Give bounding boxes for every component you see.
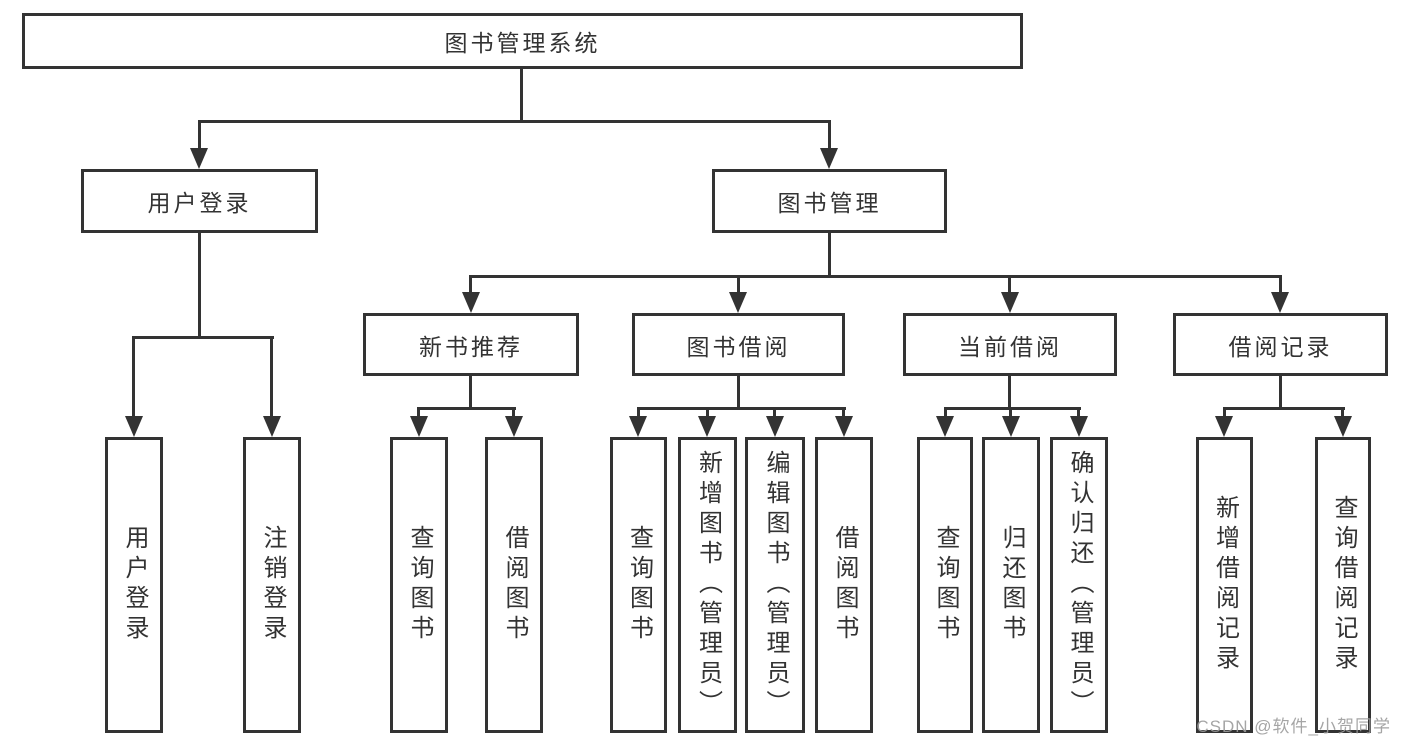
leaf-confirm-return-admin: 确认归还（管理员） [1050, 437, 1108, 733]
leaf-label: 新增图书（管理员） [694, 450, 722, 720]
node-current-borrow: 当前借阅 [903, 313, 1117, 376]
connector-hline [1223, 407, 1345, 410]
leaf-label: 查询图书 [625, 525, 653, 645]
connector-vline [198, 120, 201, 150]
node-borrow-record: 借阅记录 [1173, 313, 1388, 376]
arrowhead-down-icon [125, 416, 143, 437]
arrowhead-down-icon [462, 292, 480, 313]
connector-vline [1279, 376, 1282, 407]
arrowhead-down-icon [505, 416, 523, 437]
connector-vline [198, 233, 201, 336]
leaf-edit-book-admin: 编辑图书（管理员） [745, 437, 805, 733]
watermark-text: CSDN @软件_小贺同学 [1196, 717, 1391, 736]
connector-hline [944, 407, 1081, 410]
leaf-borrow-book-1: 借阅图书 [485, 437, 543, 733]
leaf-label: 确认归还（管理员） [1066, 450, 1093, 720]
connector-vline [706, 407, 709, 416]
leaf-add-book-admin: 新增图书（管理员） [678, 437, 737, 733]
arrowhead-down-icon [936, 416, 954, 437]
connector-hline [469, 275, 1282, 278]
leaf-label: 归还图书 [998, 525, 1025, 645]
leaf-search-book-1: 查询图书 [390, 437, 448, 733]
connector-vline [944, 407, 947, 416]
leaf-search-book-2: 查询图书 [610, 437, 667, 733]
arrowhead-down-icon [835, 416, 853, 437]
connector-vline [1008, 275, 1011, 292]
connector-hline [198, 120, 831, 123]
connector-vline [469, 275, 472, 292]
leaf-borrow-book-2: 借阅图书 [815, 437, 873, 733]
connector-vline [1223, 407, 1226, 416]
leaf-label: 用户登录 [121, 525, 148, 645]
connector-vline [737, 275, 740, 292]
node-library-system: 图书管理系统 [22, 13, 1023, 69]
arrowhead-down-icon [629, 416, 647, 437]
connector-vline [512, 407, 515, 416]
connector-vline [1341, 407, 1344, 416]
connector-hline [132, 336, 274, 339]
arrowhead-down-icon [1334, 416, 1352, 437]
node-book-borrow: 图书借阅 [632, 313, 845, 376]
connector-vline [773, 407, 776, 416]
arrowhead-down-icon [766, 416, 784, 437]
leaf-add-borrow-record: 新增借阅记录 [1196, 437, 1253, 733]
leaf-return-book: 归还图书 [982, 437, 1040, 733]
leaf-label: 注销登录 [259, 525, 286, 645]
connector-vline [637, 407, 640, 416]
connector-vline [828, 233, 831, 275]
arrowhead-down-icon [729, 292, 747, 313]
leaf-label: 编辑图书（管理员） [762, 450, 789, 720]
leaf-logout-login: 注销登录 [243, 437, 301, 733]
connector-hline [417, 407, 516, 410]
node-book-management: 图书管理 [712, 169, 947, 233]
leaf-label: 借阅图书 [831, 525, 858, 645]
arrowhead-down-icon [698, 416, 716, 437]
leaf-search-borrow-record: 查询借阅记录 [1315, 437, 1371, 733]
connector-vline [132, 336, 135, 416]
connector-vline [520, 69, 523, 120]
arrowhead-down-icon [410, 416, 428, 437]
connector-vline [828, 120, 831, 150]
arrowhead-down-icon [1070, 416, 1088, 437]
arrowhead-down-icon [820, 148, 838, 169]
connector-vline [1279, 275, 1282, 292]
connector-vline [737, 376, 740, 407]
arrowhead-down-icon [1001, 292, 1019, 313]
connector-vline [469, 376, 472, 407]
connector-hline [637, 407, 846, 410]
node-user-login: 用户登录 [81, 169, 318, 233]
arrowhead-down-icon [1002, 416, 1020, 437]
connector-vline [1008, 376, 1011, 407]
node-new-book-recommend: 新书推荐 [363, 313, 579, 376]
leaf-search-book-3: 查询图书 [917, 437, 973, 733]
connector-vline [1077, 407, 1080, 416]
connector-vline [270, 336, 273, 416]
connector-vline [1009, 407, 1012, 416]
leaf-label: 查询图书 [932, 525, 959, 645]
leaf-label: 新增借阅记录 [1211, 495, 1239, 675]
leaf-label: 查询借阅记录 [1330, 495, 1357, 675]
connector-vline [842, 407, 845, 416]
leaf-label: 借阅图书 [501, 525, 528, 645]
arrowhead-down-icon [1215, 416, 1233, 437]
arrowhead-down-icon [1271, 292, 1289, 313]
leaf-user-login: 用户登录 [105, 437, 163, 733]
arrowhead-down-icon [190, 148, 208, 169]
arrowhead-down-icon [263, 416, 281, 437]
connector-vline [417, 407, 420, 416]
leaf-label: 查询图书 [406, 525, 433, 645]
